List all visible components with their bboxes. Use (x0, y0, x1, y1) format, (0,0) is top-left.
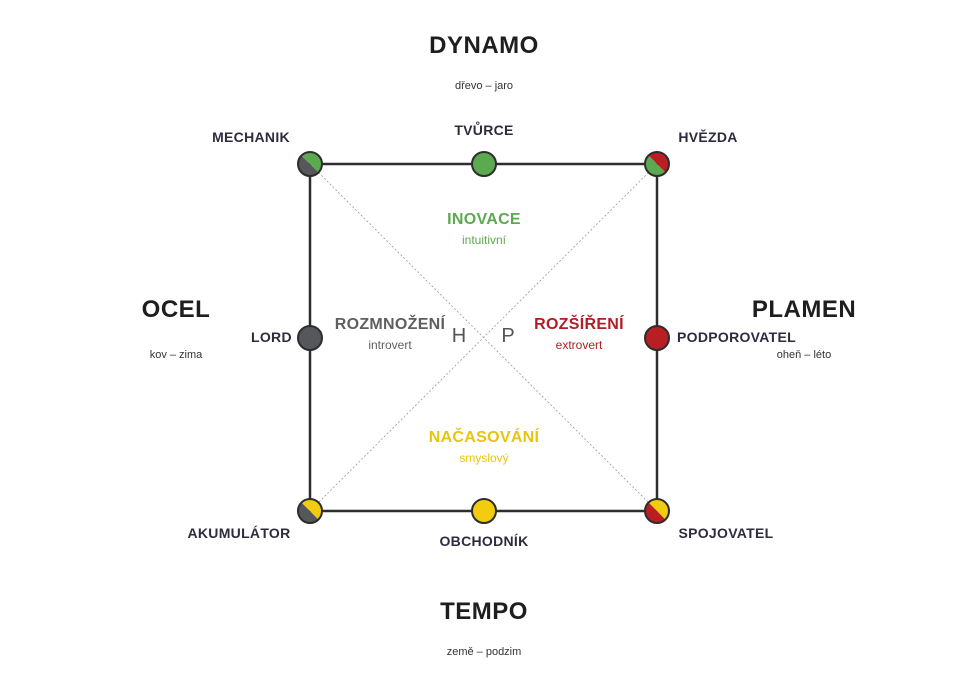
center-letter-p: P (501, 325, 515, 347)
node-lord (297, 325, 323, 351)
quadrant-title-rozmnozeni: ROZMNOŽENÍ (334, 316, 446, 333)
quadrant-subtitle-nacasovani: smyslový (459, 451, 509, 465)
profile-label-tvurce: TVŮRCE (454, 122, 514, 138)
element-subtitle-tempo: země – podzim (446, 646, 522, 658)
node-spojovatel (644, 498, 670, 524)
element-subtitle-ocel: kov – zima (149, 349, 203, 361)
profile-label-akumulator: AKUMULÁTOR (187, 525, 291, 541)
profile-label-mechanik: MECHANIK (212, 129, 290, 145)
element-subtitle-dynamo: dřevo – jaro (454, 80, 514, 92)
node-akumulator (297, 498, 323, 524)
nodes-layer (297, 151, 670, 524)
node-mechanik (297, 151, 323, 177)
quadrant-subtitle-inovace: intuitivní (461, 233, 507, 247)
node-tvurce (471, 151, 497, 177)
profile-label-podporovatel: PODPOROVATEL (677, 329, 796, 345)
center-letter-h: H (451, 325, 467, 347)
profile-label-obchodnik: OBCHODNÍK (439, 533, 529, 549)
element-subtitle-plamen: oheň – léto (776, 349, 832, 361)
node-obchodnik (471, 498, 497, 524)
quadrant-subtitle-rozmnozeni: introvert (368, 338, 412, 352)
profile-label-hvezda: HVĚZDA (678, 129, 738, 145)
element-title-tempo: TEMPO (440, 598, 528, 625)
quadrant-title-nacasovani: NAČASOVÁNÍ (428, 429, 540, 446)
profile-label-spojovatel: SPOJOVATEL (678, 525, 774, 541)
profile-label-lord: LORD (251, 329, 292, 345)
node-hvezda (644, 151, 670, 177)
quadrant-title-inovace: INOVACE (447, 211, 521, 228)
node-podporovatel (644, 325, 670, 351)
element-title-plamen: PLAMEN (751, 296, 857, 323)
diagonal-line-2 (309, 163, 658, 512)
quadrant-subtitle-rozsireni: extrovert (555, 338, 603, 352)
element-title-dynamo: DYNAMO (429, 32, 539, 59)
element-title-ocel: OCEL (141, 296, 211, 323)
quadrant-title-rozsireni: ROZŠÍŘENÍ (534, 316, 624, 333)
